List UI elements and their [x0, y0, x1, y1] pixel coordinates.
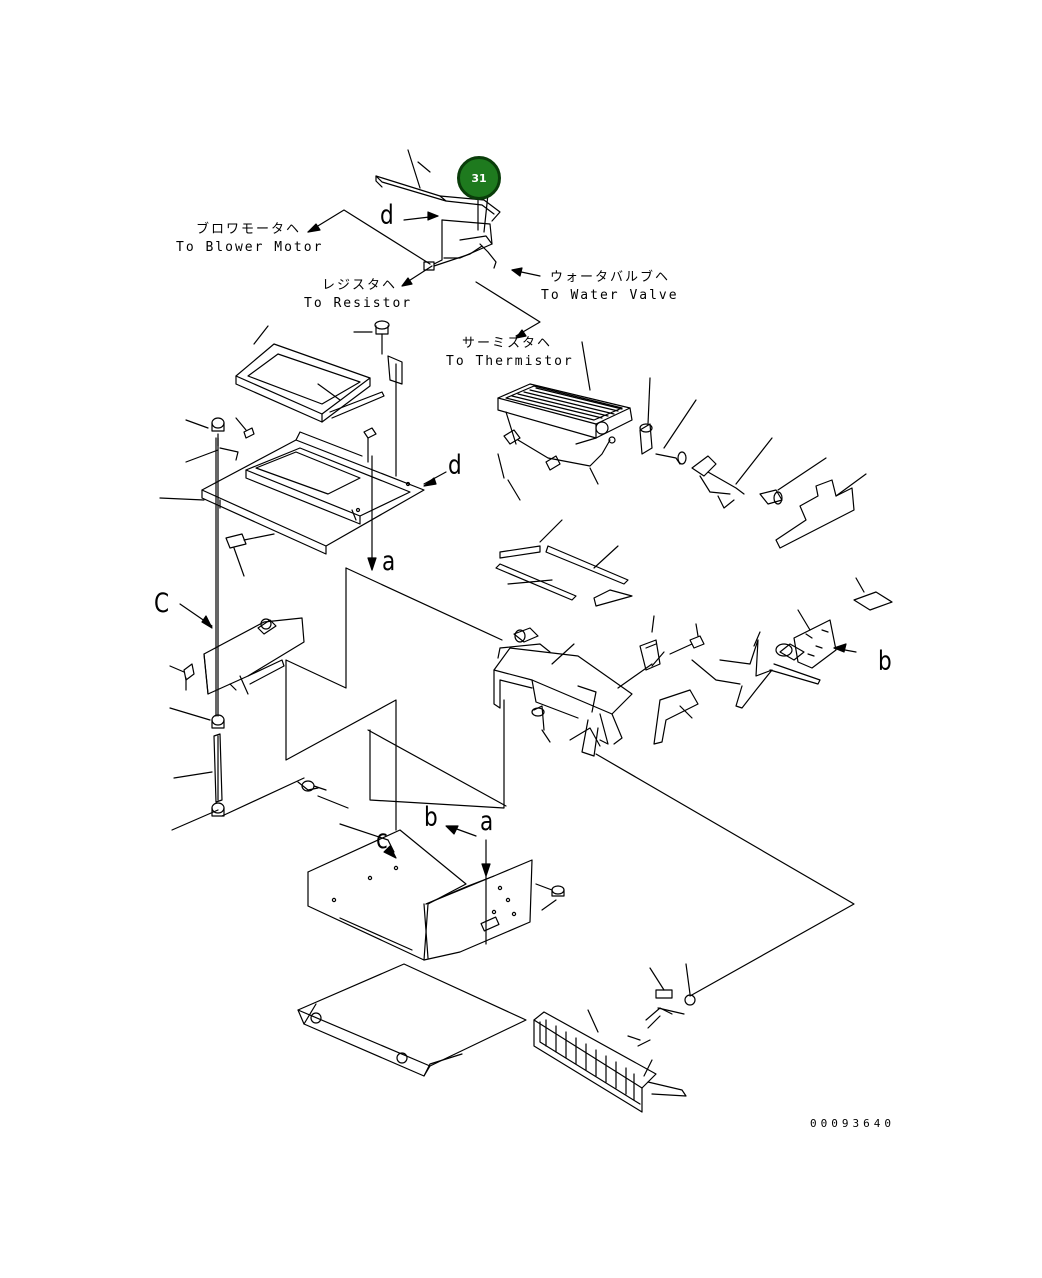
nuts-and-clips-left — [159, 417, 275, 577]
bottom-tray — [297, 963, 527, 1077]
seal-frame — [235, 325, 385, 423]
seal-strips — [495, 519, 633, 607]
thermistor-label-en: To Thermistor — [446, 354, 574, 369]
blower-unit — [497, 341, 697, 501]
blower-label-jp: ブロワモータヘ — [196, 222, 302, 237]
water-valve-label-en: To Water Valve — [541, 288, 679, 303]
part-callout-31[interactable]: 31 — [457, 156, 501, 200]
drawing-code: 00093640 — [810, 1117, 895, 1130]
cover-plate — [201, 427, 447, 571]
heater-core — [533, 963, 696, 1113]
ref-letter-a-mid: a — [382, 546, 396, 577]
resistor-label-jp: レジスタヘ — [322, 278, 398, 293]
lower-housing — [297, 780, 565, 961]
ref-letter-b-bottom: b — [424, 802, 438, 833]
reference-lines — [221, 567, 855, 997]
thermistor-label-jp: サーミスタヘ — [462, 336, 553, 351]
ref-letter-d-top: d — [380, 200, 394, 231]
label-leader-lines — [307, 209, 541, 339]
hinge-plate — [769, 577, 893, 685]
water-valve-label-jp: ウォータバルブヘ — [550, 270, 671, 285]
ref-letter-d-mid: d — [448, 450, 462, 481]
ref-letter-c-bottom: c — [376, 824, 388, 855]
vertical-rod — [215, 437, 219, 717]
damper-linkage — [691, 437, 867, 549]
ref-letter-a-bottom: a — [480, 806, 494, 837]
ref-letter-c-left: C — [154, 588, 170, 619]
side-bracket — [169, 603, 305, 695]
nut-grommet-stack — [169, 707, 225, 831]
duct-assembly — [493, 615, 773, 757]
ref-letter-b-right: b — [878, 646, 892, 677]
bolt-and-bracket — [353, 320, 403, 477]
resistor-label-en: To Resistor — [304, 296, 413, 311]
blower-label-en: To Blower Motor — [176, 240, 324, 255]
